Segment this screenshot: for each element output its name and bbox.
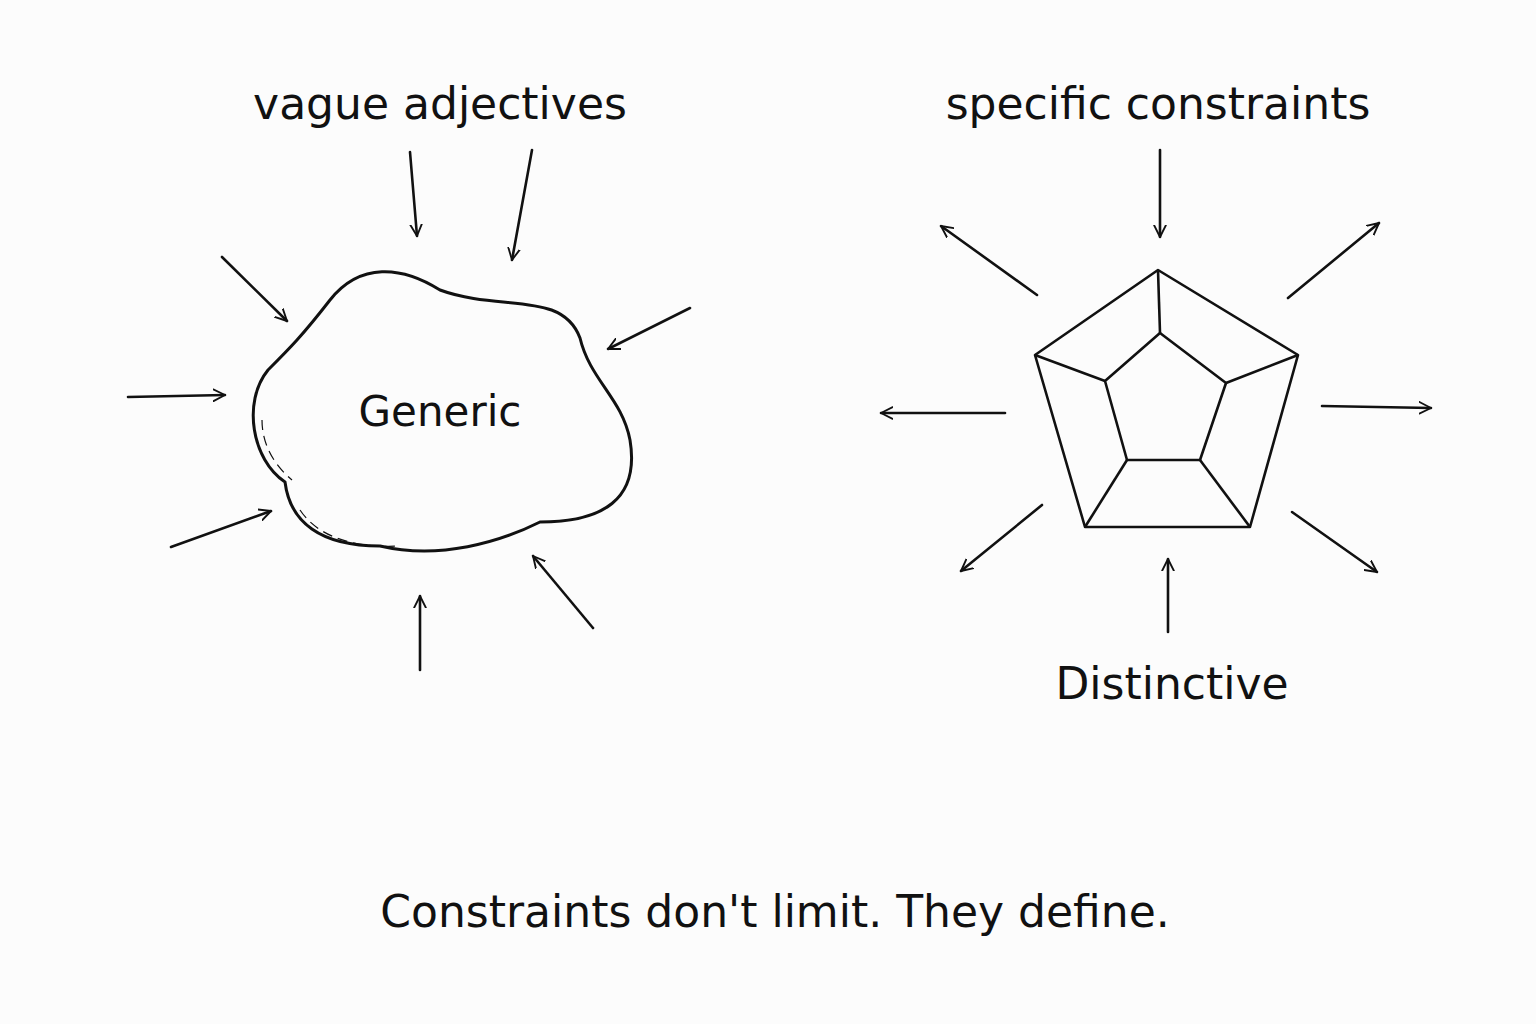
inward-arrows <box>128 150 690 670</box>
result-label: Distinctive <box>1055 660 1288 708</box>
node-text: Generic <box>359 387 522 436</box>
caption: Constraints don't limit. They define. <box>380 888 1169 936</box>
heading-label: vague adjectives <box>253 80 627 128</box>
heading-label: specific constraints <box>946 80 1371 128</box>
pentagon-gem <box>1035 270 1298 527</box>
cloud-shape: Generic <box>240 258 640 564</box>
pentagon-arrows <box>881 150 1431 632</box>
